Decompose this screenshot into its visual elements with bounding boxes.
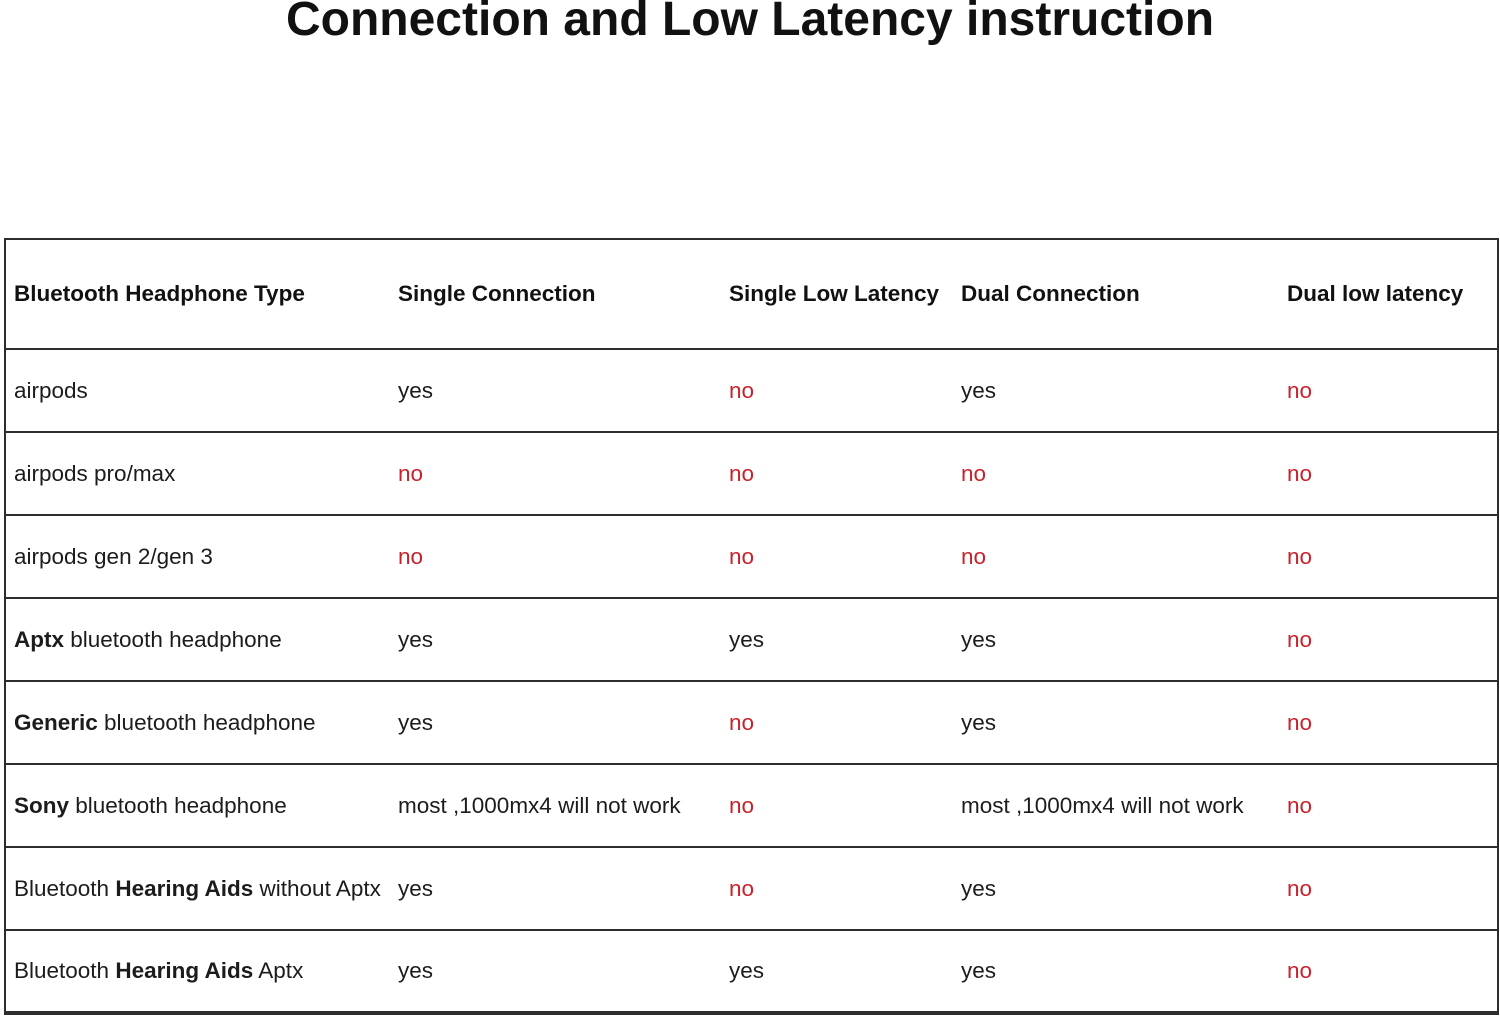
connection-table: Bluetooth Headphone Type Single Connectio…	[4, 238, 1499, 1015]
type-label-segment: Bluetooth	[14, 958, 116, 983]
cell-value: yes	[398, 680, 729, 764]
column-header-4: Dual low latency	[1287, 281, 1464, 306]
cell-value: yes	[961, 348, 1287, 432]
cell-value: no	[1287, 763, 1498, 847]
cell-headphone-type: airpods	[5, 348, 398, 432]
cell-value: yes	[729, 597, 961, 681]
column-header-3: Dual Connection	[961, 281, 1140, 306]
cell-headphone-type: Generic bluetooth headphone	[5, 680, 398, 764]
type-label-segment: bluetooth headphone	[69, 792, 287, 818]
type-label-segment: airpods	[14, 377, 88, 403]
cell-value: no	[1287, 597, 1498, 681]
cell-headphone-type: airpods pro/max	[5, 431, 398, 515]
cell-headphone-type: Aptx bluetooth headphone	[5, 597, 398, 681]
cell-value: no	[729, 846, 961, 930]
cell-value: no	[1287, 431, 1498, 515]
cell-value: yes	[729, 929, 961, 1013]
cell-headphone-type: Sony bluetooth headphone	[5, 763, 398, 847]
page-title: Connection and Low Latency instruction	[285, 0, 1215, 46]
cell-value: no	[1287, 846, 1498, 930]
type-label-bold-segment: Sony	[14, 792, 70, 818]
type-label-segment: Bluetooth	[14, 875, 116, 901]
type-label-segment: without Aptx	[253, 875, 381, 901]
cell-headphone-type: Bluetooth Hearing Aids Aptx	[5, 929, 398, 1013]
table-header-row: Bluetooth Headphone Type Single Connectio…	[5, 239, 1498, 349]
cell-value: no	[1287, 929, 1498, 1013]
cell-value: no	[729, 763, 961, 847]
cell-headphone-type: Bluetooth Hearing Aids without Aptx	[5, 846, 398, 930]
cell-value: no	[1287, 514, 1498, 598]
cell-value: no	[961, 514, 1287, 598]
cell-value: yes	[398, 929, 729, 1013]
cell-value: no	[961, 431, 1287, 515]
cell-value: no	[729, 680, 961, 764]
type-label-segment: bluetooth headphone	[64, 626, 282, 652]
type-label-segment: airpods gen 2/gen 3	[14, 543, 213, 569]
cell-value: yes	[961, 597, 1287, 681]
type-label-bold-segment: Generic	[14, 709, 98, 735]
cell-value: no	[729, 514, 961, 598]
type-label-bold-segment: Aptx	[14, 626, 64, 652]
type-label-bold-segment: Hearing Aids	[115, 875, 254, 901]
cell-value: no	[1287, 348, 1498, 432]
cell-value: no	[398, 514, 729, 598]
cell-value: no	[729, 348, 961, 432]
column-header-0: Bluetooth Headphone Type	[14, 281, 305, 306]
type-label-segment: Aptx	[253, 958, 304, 983]
cell-value: yes	[398, 846, 729, 930]
cell-value: no	[1287, 680, 1498, 764]
cell-value: yes	[398, 597, 729, 681]
cell-value: most ,1000mx4 will not work	[961, 763, 1287, 847]
type-label-segment: airpods pro/max	[14, 460, 176, 486]
cell-headphone-type: airpods gen 2/gen 3	[5, 514, 398, 598]
cell-value: most ,1000mx4 will not work	[398, 763, 729, 847]
cell-value: yes	[961, 680, 1287, 764]
cell-value: yes	[961, 846, 1287, 930]
column-header-2: Single Low Latency	[729, 281, 940, 306]
cell-value: yes	[961, 929, 1287, 1013]
column-header-1: Single Connection	[398, 281, 596, 306]
cell-value: no	[729, 431, 961, 515]
cell-value: no	[398, 431, 729, 515]
type-label-segment: bluetooth headphone	[97, 709, 316, 735]
cell-value: yes	[398, 348, 729, 432]
type-label-bold-segment: Hearing Aids	[115, 958, 254, 983]
